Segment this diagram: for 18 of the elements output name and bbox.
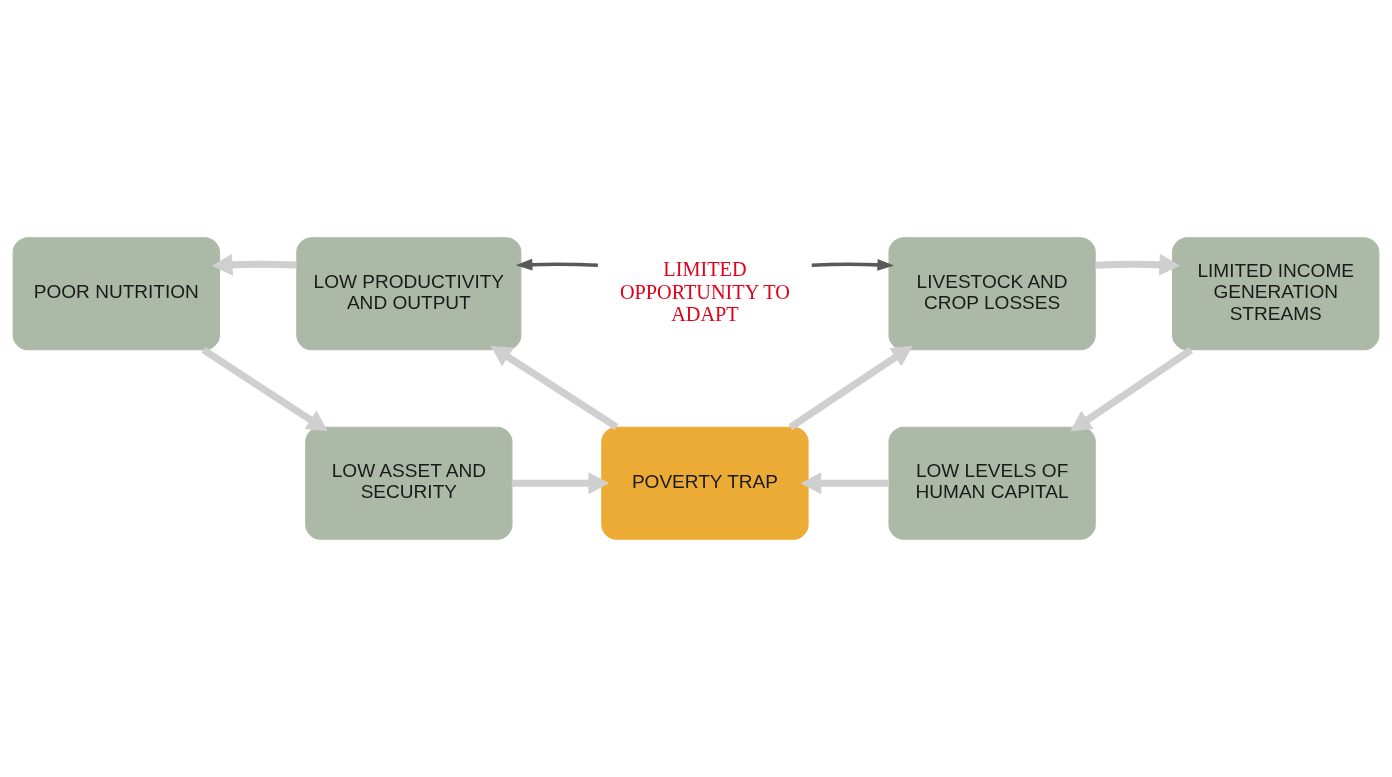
arrow [811,258,895,271]
node-box: LOW PRODUCTIVITY AND OUTPUT [296,237,522,351]
node-box: LOW ASSET AND SECURITY [305,426,513,540]
arrow [211,253,297,276]
node-box: LIMITED INCOME GENERATION STREAMS [1172,237,1380,351]
arrow [490,345,619,430]
node-box: LOW LEVELS OF HUMAN CAPITAL [888,426,1096,540]
arrow [201,346,328,432]
arrow [511,472,610,495]
node-box: POOR NUTRITION [12,237,220,351]
arrow [1070,347,1193,432]
arrow [800,472,889,495]
node-box: POVERTY TRAP [601,426,809,540]
arrow [1095,253,1181,276]
node-box: LIVESTOCK AND CROP LOSSES [888,237,1096,351]
arrow [788,345,913,431]
arrow [515,258,598,271]
node-text: LIMITED OPPORTUNITY TO ADAPT [619,258,790,326]
